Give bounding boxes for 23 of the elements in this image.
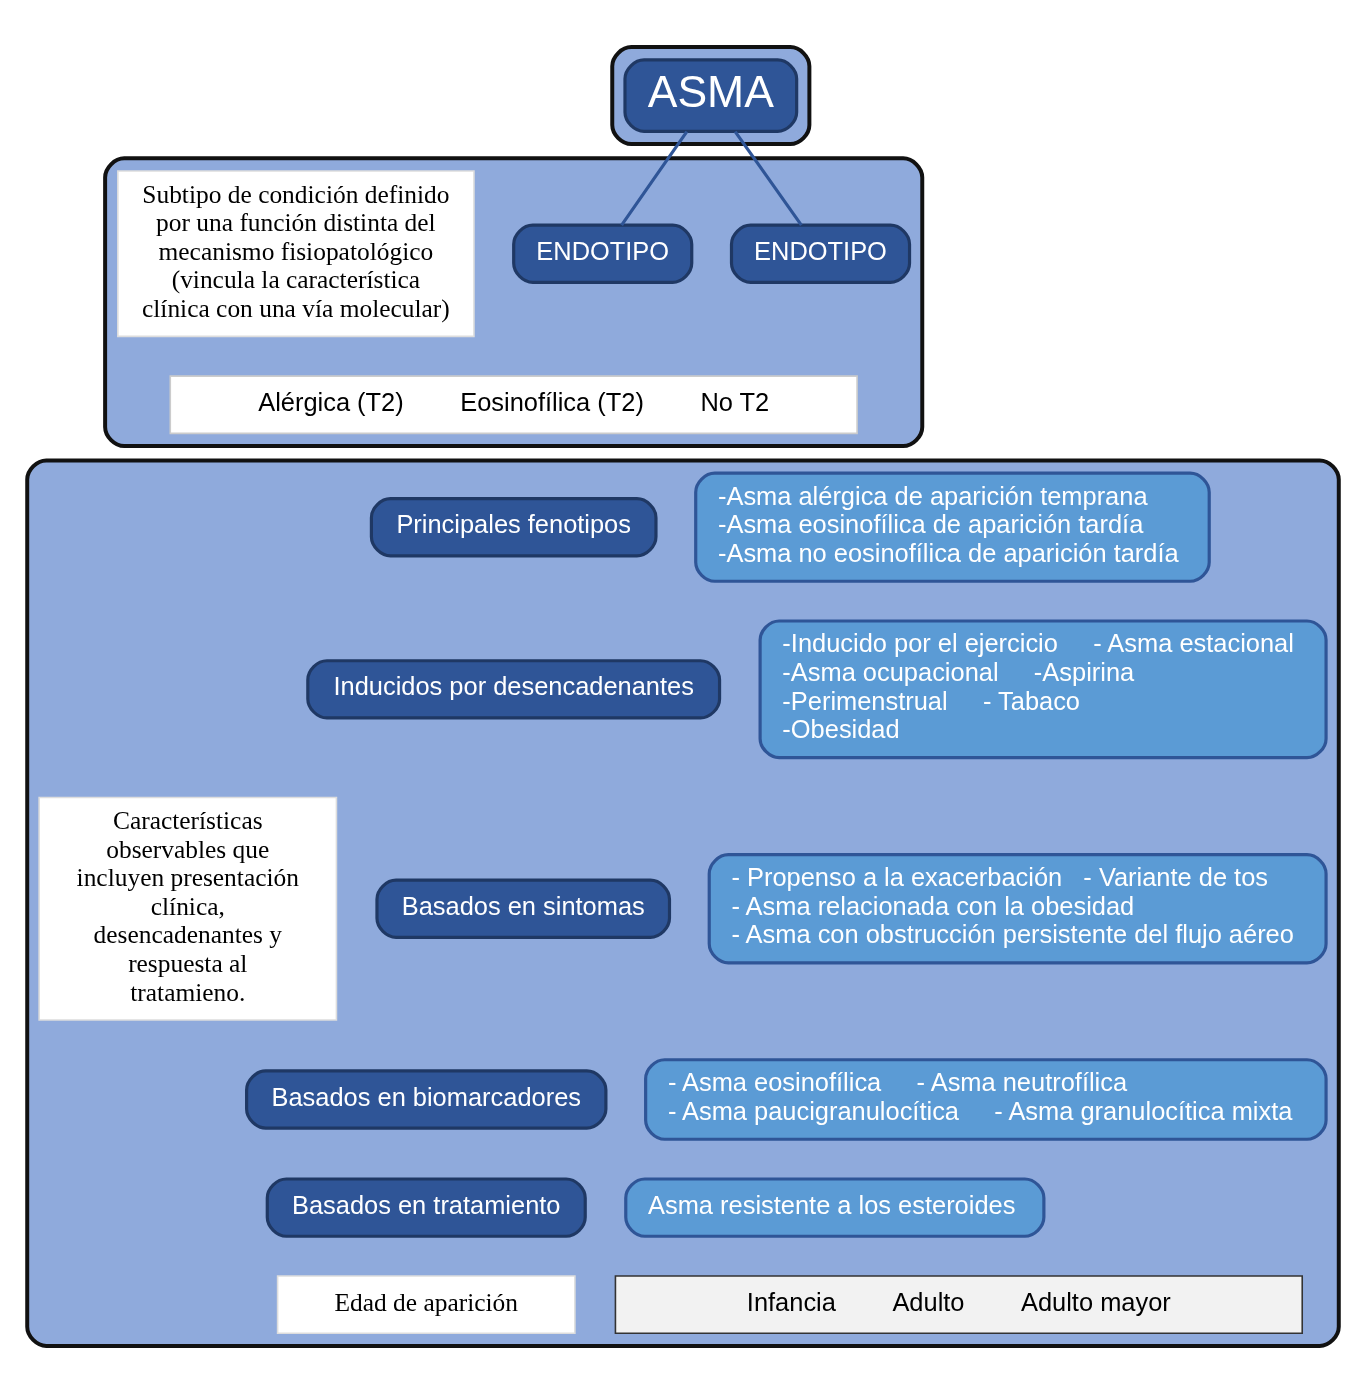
node-box: Asma resistente a los esteroides bbox=[624, 1177, 1046, 1238]
node-box: Subtipo de condición definido por una función distinta del mecanismo fisiopatológico (vincula la característica clínica con una vía molecular) bbox=[117, 170, 475, 338]
connector bbox=[620, 130, 689, 226]
node-box: Infancia Adulto Adulto mayor bbox=[614, 1275, 1303, 1334]
node-box: ENDOTIPO bbox=[512, 223, 694, 284]
cluster bbox=[25, 458, 1341, 1348]
node-box: Basados en biomarcadores bbox=[245, 1069, 608, 1130]
node-box: -Asma alérgica de aparición temprana -Asma eosinofílica de aparición tardía -Asma no eosinofílica de aparición tardía bbox=[694, 471, 1211, 583]
node-box: Inducidos por desencadenantes bbox=[306, 659, 722, 720]
node-box: - Propenso a la exacerbación - Variante de tos - Asma relacionada con la obesidad - Asma con obstrucción persistente del flujo aéreo bbox=[707, 853, 1328, 965]
node-box: Basados en tratamiento bbox=[265, 1177, 587, 1238]
cluster bbox=[610, 45, 812, 147]
node-box: Principales fenotipos bbox=[369, 497, 658, 558]
node-box: Basados en sintomas bbox=[375, 878, 672, 939]
node-box: Alérgica (T2) Eosinofílica (T2) No T2 bbox=[169, 375, 858, 435]
node-box: ENDOTIPO bbox=[729, 223, 912, 284]
node-box: -Inducido por el ejercicio - Asma estacional -Asma ocupacional -Aspirina -Perimenstrual - Tabaco -Obesidad bbox=[758, 619, 1328, 760]
node-box: Edad de aparición bbox=[276, 1275, 576, 1334]
connector bbox=[733, 130, 803, 226]
node-box: - Asma eosinofílica - Asma neutrofílica - Asma paucigranulocítica - Asma granulocítica mixta bbox=[644, 1058, 1328, 1141]
node-box: ASMA bbox=[623, 58, 799, 133]
node-box: Características observables que incluyen presentación clínica, desencadenantes y respuesta al tratamieno. bbox=[38, 796, 338, 1021]
cluster bbox=[103, 156, 925, 449]
